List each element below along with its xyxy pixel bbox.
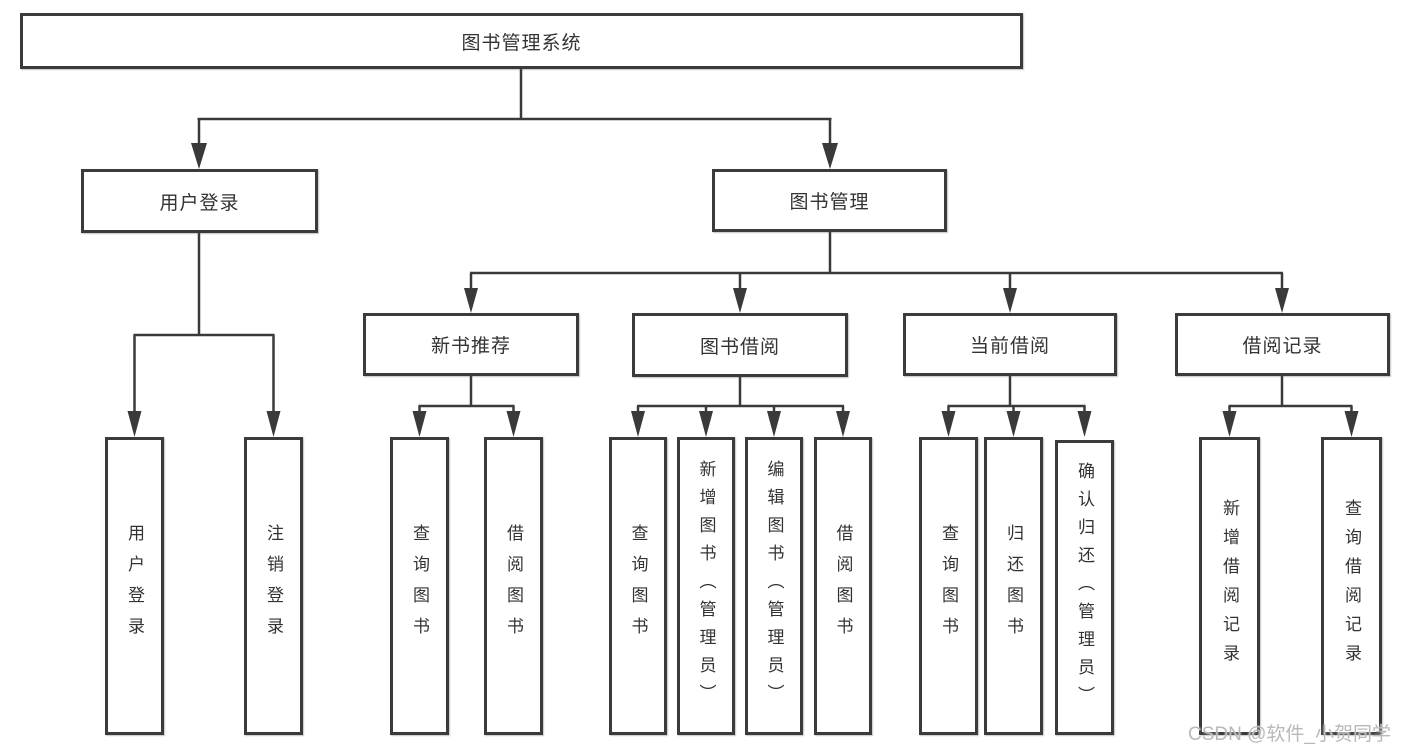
leaf-bb-query-book: 查询图书 <box>609 437 667 735</box>
node-new-book-recommend: 新书推荐 <box>363 313 579 376</box>
node-user-login: 用户登录 <box>81 169 318 233</box>
arrowheads <box>127 143 1359 437</box>
node-current-borrow: 当前借阅 <box>903 313 1117 376</box>
leaf-user-login: 用户登录 <box>105 437 164 735</box>
leaf-bb-edit-book: 编辑图书（管理员） <box>745 437 803 735</box>
leaf-br-query-record: 查询借阅记录 <box>1321 437 1382 735</box>
node-root: 图书管理系统 <box>20 13 1023 69</box>
leaf-cb-return-book: 归还图书 <box>984 437 1043 735</box>
csdn-watermark: CSDN @软件_小贺同学 <box>1188 724 1391 745</box>
leaf-bb-add-book: 新增图书（管理员） <box>677 437 735 735</box>
leaf-cb-query-book: 查询图书 <box>919 437 978 735</box>
node-book-borrow: 图书借阅 <box>632 313 848 377</box>
node-book-management: 图书管理 <box>712 169 947 232</box>
leaf-nbr-query-book: 查询图书 <box>390 437 449 735</box>
node-borrow-records: 借阅记录 <box>1175 313 1390 376</box>
leaf-nbr-borrow-book: 借阅图书 <box>484 437 543 735</box>
leaf-bb-borrow-book: 借阅图书 <box>814 437 872 735</box>
leaf-logout: 注销登录 <box>244 437 303 735</box>
leaf-cb-confirm-return: 确认归还（管理员） <box>1055 440 1114 735</box>
leaf-br-add-record: 新增借阅记录 <box>1199 437 1260 735</box>
